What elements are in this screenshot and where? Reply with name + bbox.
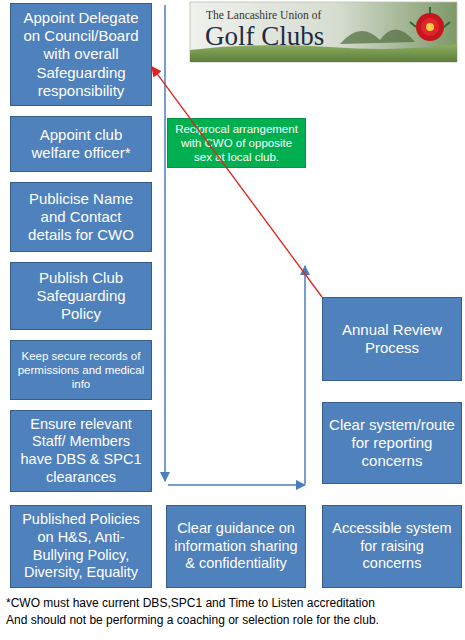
flow-arrows	[165, 5, 305, 485]
box-text: Clear system/route for reporting concern…	[329, 416, 455, 471]
logo-banner	[190, 2, 457, 62]
box-text: Appoint club welfare officer*	[17, 126, 145, 163]
box-text: Reciprocal arrangement with CWO of oppos…	[174, 122, 299, 164]
process-box: Annual Review Process	[322, 297, 462, 381]
box-text: Annual Review Process	[329, 321, 455, 358]
box-text: Publish Club Safeguarding Policy	[17, 269, 145, 324]
box-text: Published Policies on H&S, Anti-Bullying…	[17, 511, 145, 582]
box-text: Accessible system for raising concerns	[329, 520, 455, 573]
rose-emblem	[410, 7, 450, 41]
footnote: And should not be performing a coaching …	[6, 614, 379, 627]
note-box: Reciprocal arrangement with CWO of oppos…	[167, 118, 306, 168]
logo-subtitle: The Lancashire Union of	[206, 9, 321, 22]
cycle-arrow	[152, 67, 322, 297]
process-box: Published Policies on H&S, Anti-Bullying…	[10, 505, 152, 588]
process-box: Appoint club welfare officer*	[10, 116, 152, 172]
process-box: Publicise Name and Contact details for C…	[10, 182, 152, 252]
process-box: Accessible system for raising concerns	[322, 505, 462, 588]
box-text: Appoint Delegate on Council/Board with o…	[17, 9, 145, 100]
logo-title: Golf Clubs	[205, 22, 324, 52]
process-box: Keep secure records of permissions and m…	[10, 340, 152, 400]
process-box: Ensure relevant Staff/ Members have DBS …	[10, 410, 152, 492]
box-text: Keep secure records of permissions and m…	[17, 349, 145, 391]
process-box: Clear guidance on information sharing & …	[166, 505, 306, 588]
box-text: Ensure relevant Staff/ Members have DBS …	[17, 416, 145, 487]
process-box: Clear system/route for reporting concern…	[322, 402, 462, 484]
footnote: *CWO must have current DBS,SPC1 and Time…	[6, 597, 375, 610]
box-text: Publicise Name and Contact details for C…	[17, 190, 145, 245]
process-box: Appoint Delegate on Council/Board with o…	[10, 3, 152, 106]
box-text: Clear guidance on information sharing & …	[173, 520, 299, 573]
process-box: Publish Club Safeguarding Policy	[10, 262, 152, 330]
